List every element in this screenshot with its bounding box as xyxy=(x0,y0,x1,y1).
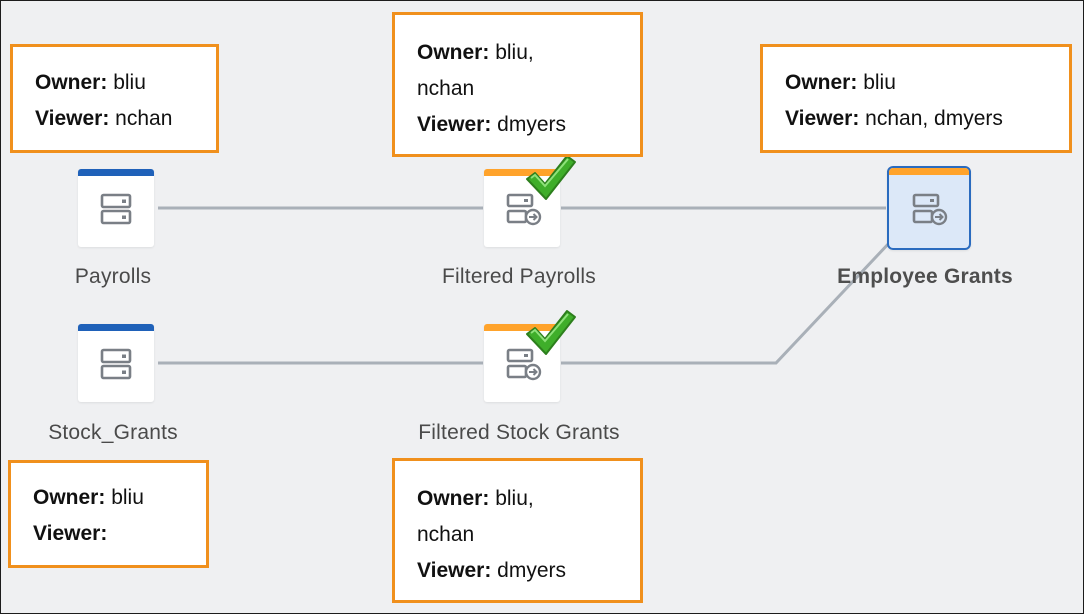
owner-value: bliu, xyxy=(495,41,534,64)
owner-value: bliu xyxy=(863,71,896,94)
owner-value: bliu xyxy=(113,71,146,94)
node-label-employee-grants: Employee Grants xyxy=(837,265,1013,288)
permissions-callout-filtered-stock-grants: Owner: bliu, nchan Viewer: dmyers xyxy=(392,458,643,603)
checkmark-icon xyxy=(526,310,576,355)
source-bar xyxy=(78,324,154,331)
derived-bar xyxy=(484,324,560,331)
checkmark-icon xyxy=(526,155,576,200)
node-stock-grants[interactable] xyxy=(78,324,154,402)
derived-bar xyxy=(889,168,969,175)
database-icon xyxy=(100,193,132,225)
permissions-callout-stock-grants: Owner: bliu Viewer: xyxy=(8,460,209,568)
dataset-export-icon xyxy=(506,193,542,226)
node-label-stock-grants: Stock_Grants xyxy=(48,421,178,444)
permissions-callout-payrolls: Owner: bliu Viewer: nchan xyxy=(10,44,219,153)
owner-value: bliu, xyxy=(495,487,534,510)
owner-label: Owner: xyxy=(35,71,108,94)
viewer-label: Viewer: xyxy=(33,522,108,545)
viewer-label: Viewer: xyxy=(417,559,492,582)
owner-value-continued: nchan xyxy=(417,77,475,100)
viewer-value: nchan, dmyers xyxy=(865,107,1003,130)
node-label-payrolls: Payrolls xyxy=(74,265,152,288)
node-label-filtered-payrolls: Filtered Payrolls xyxy=(442,265,596,288)
dataset-export-icon xyxy=(912,193,948,226)
viewer-label: Viewer: xyxy=(417,113,492,136)
edge-filtered-stock-grants-to-employee-grants xyxy=(561,239,893,365)
owner-label: Owner: xyxy=(785,71,858,94)
viewer-value: dmyers xyxy=(497,113,567,136)
viewer-label: Viewer: xyxy=(785,107,860,130)
viewer-value: nchan xyxy=(115,107,173,130)
owner-value-continued: nchan xyxy=(417,523,475,546)
database-icon xyxy=(100,348,132,380)
owner-label: Owner: xyxy=(33,486,106,509)
owner-value: bliu xyxy=(111,486,144,509)
viewer-label: Viewer: xyxy=(35,107,110,130)
derived-bar xyxy=(484,169,560,176)
owner-label: Owner: xyxy=(417,487,490,510)
permissions-callout-employee-grants: Owner: bliu Viewer: nchan, dmyers xyxy=(760,44,1072,153)
owner-label: Owner: xyxy=(417,41,490,64)
dataset-export-icon xyxy=(506,348,542,381)
viewer-value: dmyers xyxy=(497,559,567,582)
node-label-filtered-stock-grants: Filtered Stock Grants xyxy=(418,421,620,444)
node-employee-grants[interactable] xyxy=(887,166,971,250)
permissions-callout-filtered-payrolls: Owner: bliu, nchan Viewer: dmyers xyxy=(392,12,643,157)
source-bar xyxy=(78,169,154,176)
node-payrolls[interactable] xyxy=(78,169,154,247)
